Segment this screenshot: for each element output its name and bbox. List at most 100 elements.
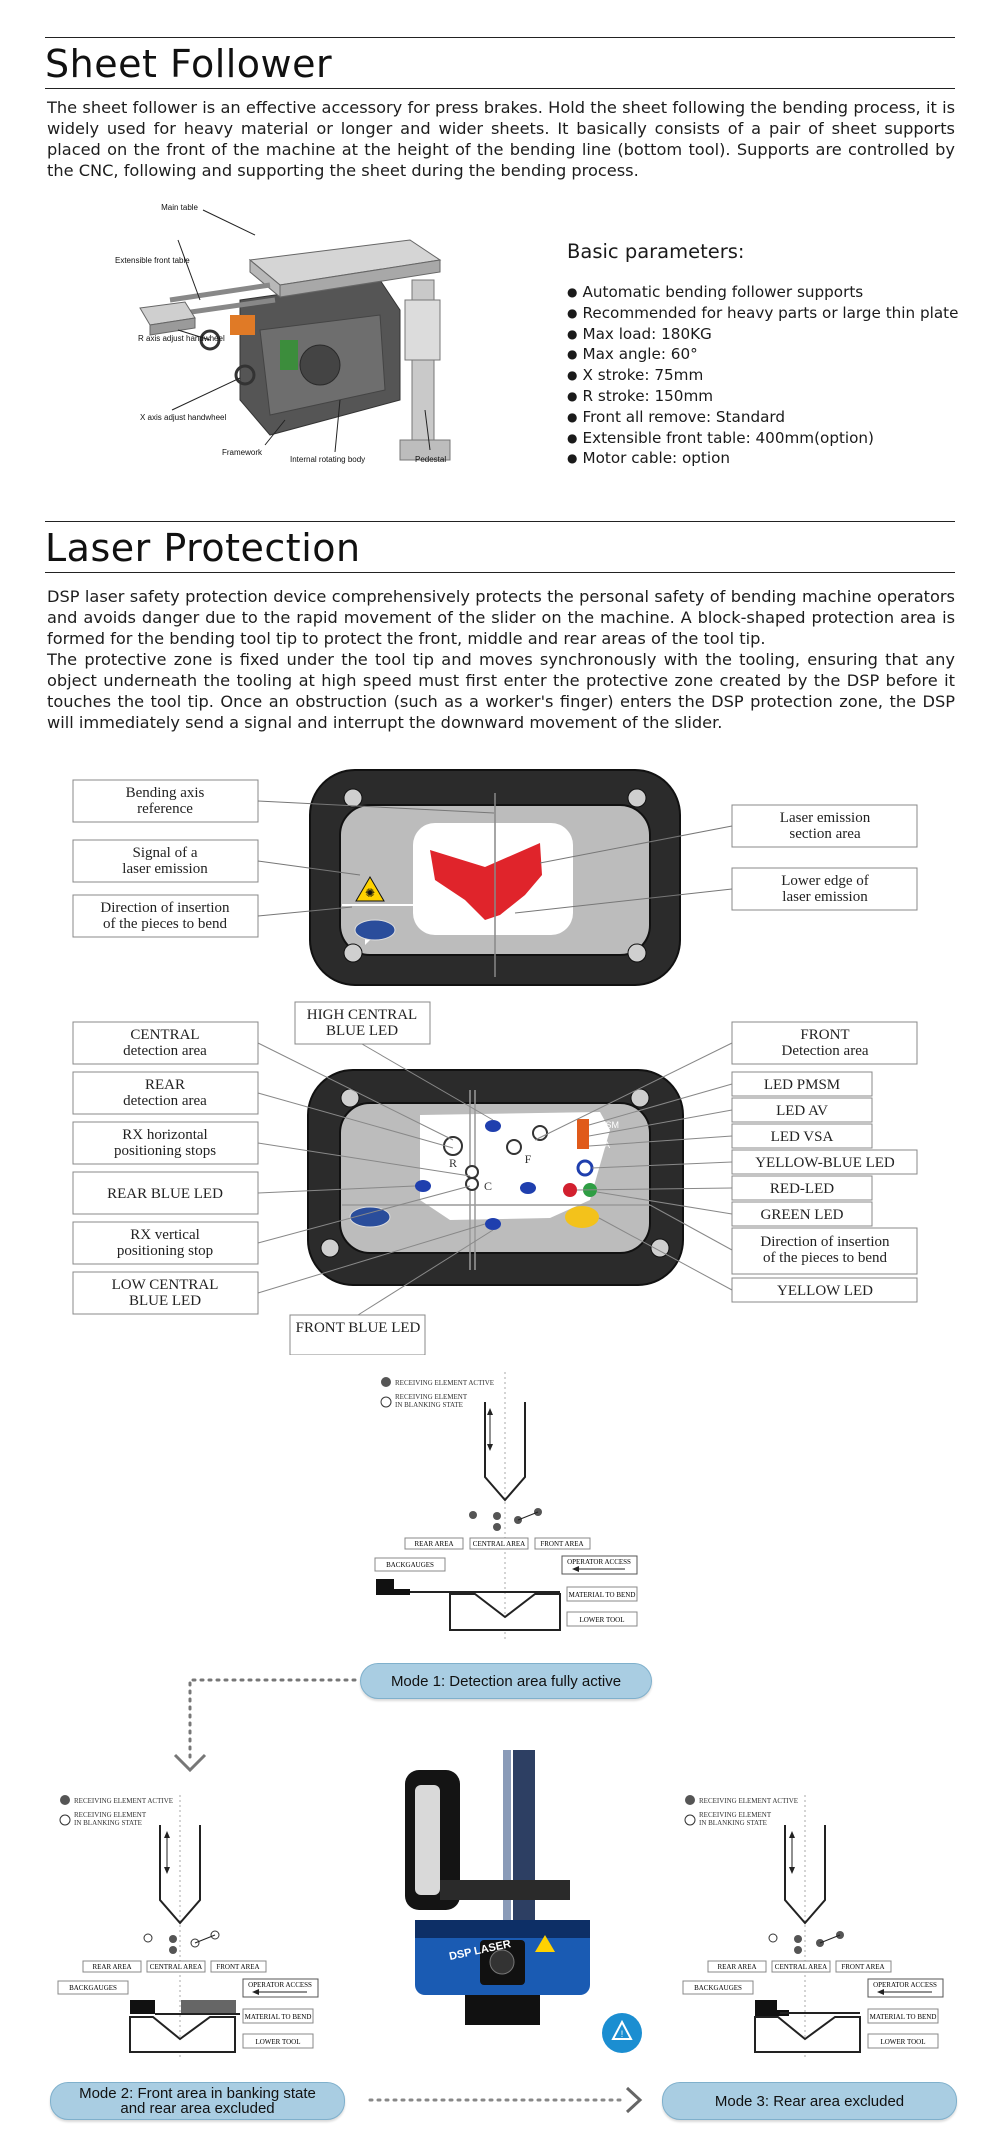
laser-para-1: DSP laser safety protection device compr… — [47, 587, 955, 648]
mode3-pill: Mode 3: Rear area excluded — [662, 2082, 957, 2120]
label-pedestal: Pedestal — [415, 455, 446, 464]
svg-text:!: ! — [621, 2029, 624, 2039]
param-item: Max angle: 60° — [567, 345, 967, 366]
mode2-label-line1: Mode 2: Front area in banking state — [79, 2085, 316, 2102]
connector-1 — [170, 1670, 370, 1780]
label-lower-tool: LOWER TOOL — [880, 2038, 925, 2046]
sheet-follower-description: The sheet follower is an effective acces… — [47, 97, 955, 181]
connector-2 — [365, 2085, 655, 2115]
label-central-area: CENTRAL AREA — [775, 1963, 827, 1971]
sheet-follower-text: The sheet follower is an effective acces… — [47, 98, 955, 180]
mode2-diagram: RECEIVING ELEMENT ACTIVE RECEIVING ELEME… — [55, 1790, 335, 2060]
label-material: MATERIAL TO BEND — [870, 2013, 937, 2021]
label-lower-tool: LOWER TOOL — [579, 1616, 624, 1624]
mode3-diagram: RECEIVING ELEMENT ACTIVE RECEIVING ELEME… — [680, 1790, 960, 2060]
panel-r: R — [449, 1156, 457, 1170]
label-backgauges: BACKGAUGES — [694, 1984, 742, 1992]
label-front-area: FRONT AREA — [841, 1963, 884, 1971]
label-rear-area: REAR AREA — [92, 1963, 131, 1971]
label-front-table: Extensible front table — [115, 256, 190, 265]
panel-av: AV — [592, 1130, 603, 1140]
label-main-table: Main table — [161, 203, 198, 212]
legend-active: RECEIVING ELEMENT ACTIVE — [699, 1797, 798, 1805]
laser-protection-description: DSP laser safety protection device compr… — [47, 586, 955, 733]
label-rear-area: REAR AREA — [717, 1963, 756, 1971]
laser-protection-header: Laser Protection — [45, 521, 955, 573]
label-yellow-led: YELLOW LED — [777, 1283, 873, 1299]
mode1-diagram: RECEIVING ELEMENT ACTIVE RECEIVING ELEME… — [370, 1372, 650, 1642]
mode2-label-line2: and rear area excluded — [120, 2100, 275, 2117]
sheet-follower-title: Sheet Follower — [45, 42, 333, 86]
mode1-label: Mode 1: Detection area fully active — [390, 1672, 622, 1690]
sheet-follower-image: Main table Extensible front table R axis… — [110, 200, 490, 480]
label-led-pmsm: LED PMSM — [764, 1077, 840, 1093]
param-item: R stroke: 150mm — [567, 387, 967, 408]
label-red-led: RED-LED — [770, 1181, 834, 1197]
label-backgauges: BACKGAUGES — [386, 1561, 434, 1569]
label-front-area: FRONT AREA — [216, 1963, 259, 1971]
label-backgauges: BACKGAUGES — [69, 1984, 117, 1992]
mode2-pill: Mode 2: Front area in banking state and … — [50, 2082, 345, 2120]
panel-c: C — [484, 1179, 492, 1193]
laser-protection-title: Laser Protection — [45, 526, 361, 570]
legend-blank-2: IN BLANKING STATE — [74, 1819, 142, 1827]
param-item: Recommended for heavy parts or large thi… — [567, 304, 967, 325]
legend-blank-1: RECEIVING ELEMENT — [395, 1393, 468, 1401]
params-title: Basic parameters: — [567, 240, 745, 263]
label-rear-blue-led: REAR BLUE LED — [107, 1186, 223, 1202]
label-operator-access: OPERATOR ACCESS — [873, 1981, 937, 1989]
panel-f: F — [525, 1152, 532, 1166]
label-internal-rotating-body: Internal rotating body — [290, 455, 365, 464]
legend-blank-1: RECEIVING ELEMENT — [74, 1811, 147, 1819]
label-yellow-blue-led: YELLOW-BLUE LED — [755, 1155, 895, 1171]
params-list: Automatic bending follower supports Reco… — [567, 283, 967, 470]
param-item: X stroke: 75mm — [567, 366, 967, 387]
sheet-follower-header: Sheet Follower — [45, 37, 955, 89]
label-central-area: CENTRAL AREA — [473, 1540, 525, 1548]
label-rear-area: REAR AREA — [414, 1540, 453, 1548]
legend-active: RECEIVING ELEMENT ACTIVE — [74, 1797, 173, 1805]
legend-blank-2: IN BLANKING STATE — [699, 1819, 767, 1827]
param-item: Motor cable: option — [567, 449, 967, 470]
legend-blank-1: RECEIVING ELEMENT — [699, 1811, 772, 1819]
param-item: Extensible front table: 400mm(option) — [567, 429, 967, 450]
label-r-axis: R axis adjust handwheel — [138, 334, 225, 343]
label-material: MATERIAL TO BEND — [245, 2013, 312, 2021]
basic-parameters: Basic parameters: Automatic bending foll… — [567, 240, 967, 470]
panel-pmsm: PMSM — [592, 1120, 619, 1130]
label-central-area: CENTRAL AREA — [150, 1963, 202, 1971]
dsp-laser-device-image: DSP LASER ! — [395, 1750, 655, 2060]
label-operator-access: OPERATOR ACCESS — [248, 1981, 312, 1989]
label-framework: Framework — [222, 448, 263, 457]
laser-para-2: The protective zone is fixed under the t… — [47, 650, 955, 732]
param-item: Max load: 180KG — [567, 325, 967, 346]
svg-text:✺: ✺ — [365, 886, 375, 900]
param-item: Automatic bending follower supports — [567, 283, 967, 304]
label-lower-tool: LOWER TOOL — [255, 2038, 300, 2046]
legend-blank-2: IN BLANKING STATE — [395, 1401, 463, 1409]
param-item: Front all remove: Standard — [567, 408, 967, 429]
label-x-axis: X axis adjust handwheel — [140, 413, 227, 422]
mode1-pill: Mode 1: Detection area fully active — [360, 1663, 652, 1699]
mode3-label: Mode 3: Rear area excluded — [714, 2092, 905, 2110]
label-led-vsa: LED VSA — [771, 1129, 834, 1145]
legend-active: RECEIVING ELEMENT ACTIVE — [395, 1379, 494, 1387]
label-operator-access: OPERATOR ACCESS — [567, 1558, 631, 1566]
label-led-av: LED AV — [776, 1103, 828, 1119]
